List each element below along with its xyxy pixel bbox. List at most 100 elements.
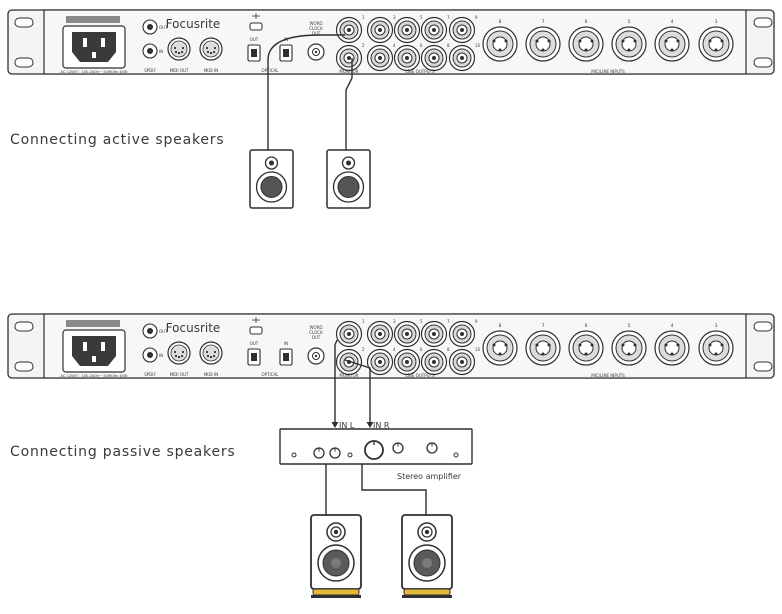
audio-interface-rear-panel: AC 12W/T : 100-240V~ 50/60Hz 40WOUTINSPD… [7,9,775,75]
combo-input-pin [584,352,588,356]
spdif-out-port-center [147,24,153,30]
spdif-in-port-center [147,48,153,54]
midi-out-label: MIDI OUT [170,68,189,73]
combo-input-pin [578,39,582,43]
spdif-in-label: IN [159,353,163,358]
speaker-dust-cap [422,558,432,568]
combo-input-pin [492,343,496,347]
speaker-tweeter-dome [424,529,430,535]
spdif-out-port-center [147,328,153,334]
combo-input-pin [535,343,539,347]
speaker-tweeter-dome [333,529,339,535]
line-output-jack-tip [347,28,351,32]
monitor-label: MONITOR [339,373,358,378]
combo-input-pin [676,343,680,347]
line-output-jack-tip [460,28,464,32]
power-rating-text: AC 12W/T : 100-240V~ 50/60Hz 40W [61,374,128,378]
usb-icon [252,317,260,323]
midi-pin [177,51,181,55]
power-pin [92,356,96,362]
usb-port [249,22,263,31]
combo-input-pin [627,48,631,52]
word-clock-label: WORD [310,325,323,330]
combo-input-pin [578,343,582,347]
speaker-stand-foot [402,595,452,598]
combo-input-pin [504,39,508,43]
line-output-jack-tip [432,360,436,364]
combo-input-pin [621,343,625,347]
speaker-stand-base [403,588,451,596]
midi-pin [177,355,181,359]
optical-out-port-inner [251,49,257,57]
spdif-in-port-center [147,352,153,358]
word-clock-port-pin [314,354,318,358]
amp-input-right-label: IN R [373,421,390,430]
line-output-jack-tip [378,360,382,364]
power-pin [101,342,105,351]
combo-input-pin [714,352,718,356]
arrow-in-right [366,422,374,428]
speaker-stand-foot [311,595,361,598]
midi-pin [213,350,217,354]
midi-in-label: MIDI IN [204,68,218,73]
combo-input-pin [498,352,502,356]
line-outputs-label: LINE OUTPUTS [405,373,435,378]
monitor-label: MONITOR [339,69,358,74]
combo-input-pin [676,39,680,43]
line-output-jack-tip [405,28,409,32]
midi-in-label: MIDI IN [204,372,218,377]
line-output-number: 8 [447,347,450,352]
line-output-jack-tip [405,332,409,336]
midi-port-face [170,40,188,58]
combo-input-pin [664,39,668,43]
amp-indicator [453,452,459,458]
midi-pin [212,354,216,358]
line-output-jack-tip [405,56,409,60]
combo-input-pin [621,39,625,43]
warning-label [66,16,120,23]
combo-input-pin [541,48,545,52]
midi-pin [213,46,217,50]
word-clock-label: OUT [312,335,321,340]
line-output-jack-tip [432,28,436,32]
rack-mount-hole [14,17,34,28]
arrow-in-left [331,422,339,428]
cable-monitor-right-to-amp [344,359,371,424]
line-output-jack-tip [378,28,382,32]
usb-port [249,326,263,335]
midi-pin [212,50,216,54]
word-clock-label: OUT [312,31,321,36]
power-pin [83,342,87,351]
line-output-number: 6 [420,43,423,48]
amp-indicator [347,452,353,458]
power-pin [83,38,87,47]
line-outputs-label: LINE OUTPUTS [405,69,435,74]
combo-input-number: 4 [671,323,674,329]
speaker-tweeter-dome [269,160,274,166]
line-output-number: 7 [447,15,450,20]
combo-input-pin [541,352,545,356]
combo-input-pin [670,48,674,52]
spdif-label: SPDIF [144,372,156,377]
line-output-jack-tip [432,56,436,60]
combo-input-pin [720,39,724,43]
combo-input-number: 7 [542,19,545,25]
rack-mount-hole [753,17,773,28]
optical-in-label: IN [284,341,288,346]
midi-pin [174,50,178,54]
cable-amp-to-right-speaker [361,464,427,515]
amp-input-left-label: IN L [339,421,355,430]
optical-out-label: OUT [250,341,259,346]
combo-input-pin [584,48,588,52]
line-output-number: 10 [475,43,481,48]
combo-input-number: 4 [671,19,674,25]
line-output-jack-tip [460,360,464,364]
line-output-number: 1 [362,15,365,20]
combo-input-pin [720,343,724,347]
word-clock-label: CLOCK [309,330,323,335]
mic-line-inputs-label: MIC/LINE INPUTS [591,373,625,378]
line-output-jack-tip [378,332,382,336]
audio-interface-rear-panel: AC 12W/T : 100-240V~ 50/60Hz 40W OUT IN SPD… [7,313,775,379]
line-output-jack-tip [347,56,351,60]
